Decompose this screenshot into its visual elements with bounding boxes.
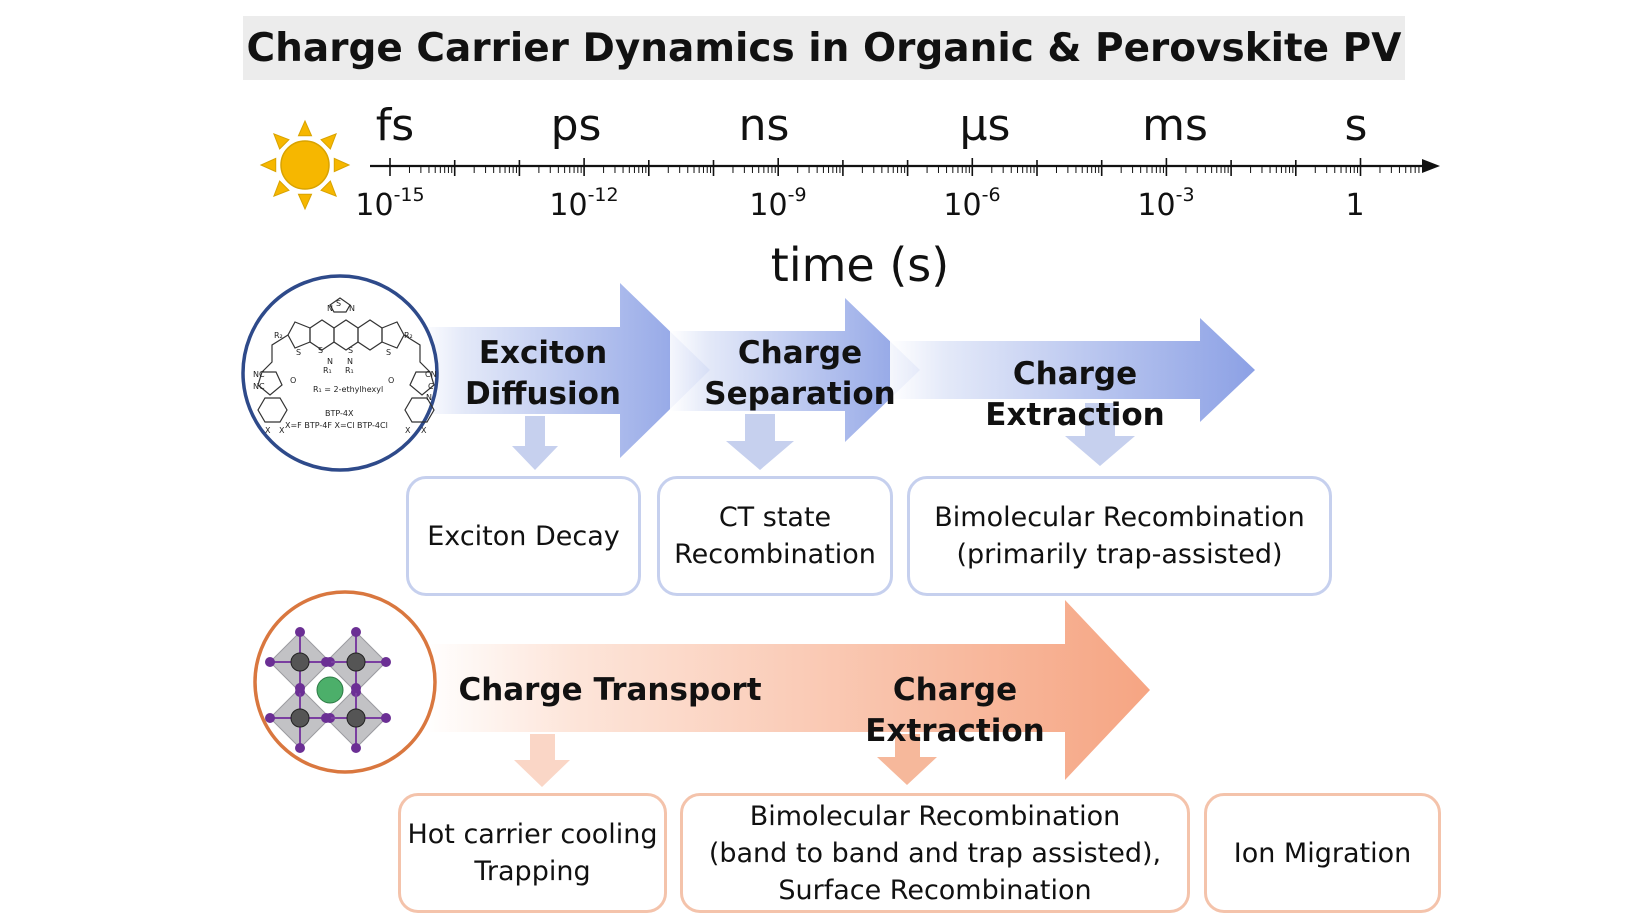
sun-ray xyxy=(320,180,337,197)
atom-label: S xyxy=(348,346,353,355)
atom-label: R₂ xyxy=(404,331,413,340)
down-arrow-ct-state xyxy=(726,414,794,470)
down-arrow-hot-carrier xyxy=(514,734,570,787)
unit-ps: ps xyxy=(550,100,602,151)
sun-ray xyxy=(259,157,277,173)
halide-atom xyxy=(295,743,305,753)
atom-label: NC xyxy=(253,382,265,391)
tick-label-1e-3: 10-3 xyxy=(1137,184,1195,223)
halide-atom xyxy=(321,713,331,723)
atom-label: N xyxy=(347,357,353,366)
atom-label: C xyxy=(428,382,434,391)
atom-label: S xyxy=(336,299,341,308)
halide-atom xyxy=(295,683,305,693)
halide-atom xyxy=(381,713,391,723)
molecule-caption: X=F BTP-4F X=Cl BTP-4Cl xyxy=(285,421,388,430)
sun-ray xyxy=(320,133,337,150)
sun-ray xyxy=(273,180,290,197)
atom-label: R₁ xyxy=(345,366,354,375)
halide-atom xyxy=(351,683,361,693)
halide-atom xyxy=(295,627,305,637)
charge-extraction-arrow-organic xyxy=(890,318,1255,422)
unit-us: µs xyxy=(959,100,1011,151)
tick-label-1e-9: 10-9 xyxy=(749,184,807,223)
sun-ray xyxy=(297,193,313,211)
halide-atom xyxy=(351,743,361,753)
metal-atom xyxy=(346,652,366,672)
stage-charge-extraction-organic: Charge Extraction xyxy=(985,356,1165,433)
axis-label: time (s) xyxy=(770,238,950,292)
metal-atom xyxy=(290,708,310,728)
atom-label: S xyxy=(296,348,301,357)
halide-atom xyxy=(265,713,275,723)
atom-label: X xyxy=(405,426,411,435)
atom-label: CN xyxy=(425,370,437,379)
halide-atom xyxy=(321,657,331,667)
atom-label: X xyxy=(265,426,271,435)
tick-label-1e-12: 10-12 xyxy=(549,184,619,223)
atom-label: X xyxy=(421,426,427,435)
tick-label-1e-15: 10-15 xyxy=(355,184,425,223)
charge-separation-arrow xyxy=(670,298,920,442)
perovskite-main-arrow xyxy=(425,600,1150,780)
atom-label: S xyxy=(318,346,323,355)
atom-label: N xyxy=(349,304,355,313)
halide-atom xyxy=(381,657,391,667)
loss-bimolecular-recombination-perovskite: Bimolecular Recombination(band to band a… xyxy=(680,793,1190,913)
time-axis xyxy=(370,158,1440,176)
atom-label: N xyxy=(327,357,333,366)
atom-label: NC xyxy=(253,370,265,379)
loss-bimolecular-recombination-organic: Bimolecular Recombination(primarily trap… xyxy=(907,476,1332,596)
unit-s: s xyxy=(1344,100,1368,151)
diagram-title: Charge Carrier Dynamics in Organic & Per… xyxy=(246,26,1402,71)
halide-atom xyxy=(265,657,275,667)
perovskite-row xyxy=(425,600,1150,787)
unit-ms: ms xyxy=(1142,100,1208,151)
metal-atom xyxy=(346,708,366,728)
sun-ray xyxy=(297,119,313,137)
halide-atom xyxy=(351,627,361,637)
exciton-diffusion-arrow xyxy=(420,283,710,458)
loss-exciton-decay: Exciton Decay xyxy=(406,476,641,596)
stage-charge-extraction-perovskite: Charge Extraction xyxy=(865,672,1045,749)
atom-label: O xyxy=(388,376,394,385)
down-arrow-bimolecular-organic xyxy=(1065,403,1135,466)
atom-label: S xyxy=(386,348,391,357)
molecule-caption: BTP-4X xyxy=(325,409,354,418)
atom-label: R₂ xyxy=(274,331,283,340)
stage-charge-transport: Charge Transport xyxy=(458,672,762,708)
sun-icon xyxy=(259,119,351,211)
perovskite-lattice-icon xyxy=(253,590,437,774)
atom-label: R₁ xyxy=(323,366,332,375)
molecule-caption: R₁ = 2-ethylhexyl xyxy=(313,385,383,394)
down-arrow-exciton-decay xyxy=(512,416,558,470)
atom-label: X xyxy=(279,426,285,435)
atom-label: N xyxy=(327,304,333,313)
sun-ray xyxy=(273,133,290,150)
organic-row xyxy=(420,283,1255,470)
sun-ray xyxy=(333,157,351,173)
atom-label: O xyxy=(290,376,296,385)
cation-atom xyxy=(316,676,344,704)
loss-ion-migration: Ion Migration xyxy=(1204,793,1441,913)
tick-label-1e-6: 10-6 xyxy=(943,184,1001,223)
metal-atom xyxy=(290,652,310,672)
title-bar: Charge Carrier Dynamics in Organic & Per… xyxy=(243,16,1405,80)
unit-ns: ns xyxy=(738,100,790,151)
atom-label: N xyxy=(426,393,432,402)
unit-fs: fs xyxy=(375,100,415,151)
down-arrow-bimolecular-perovskite xyxy=(877,734,937,785)
tick-label-1: 1 xyxy=(1345,188,1365,223)
